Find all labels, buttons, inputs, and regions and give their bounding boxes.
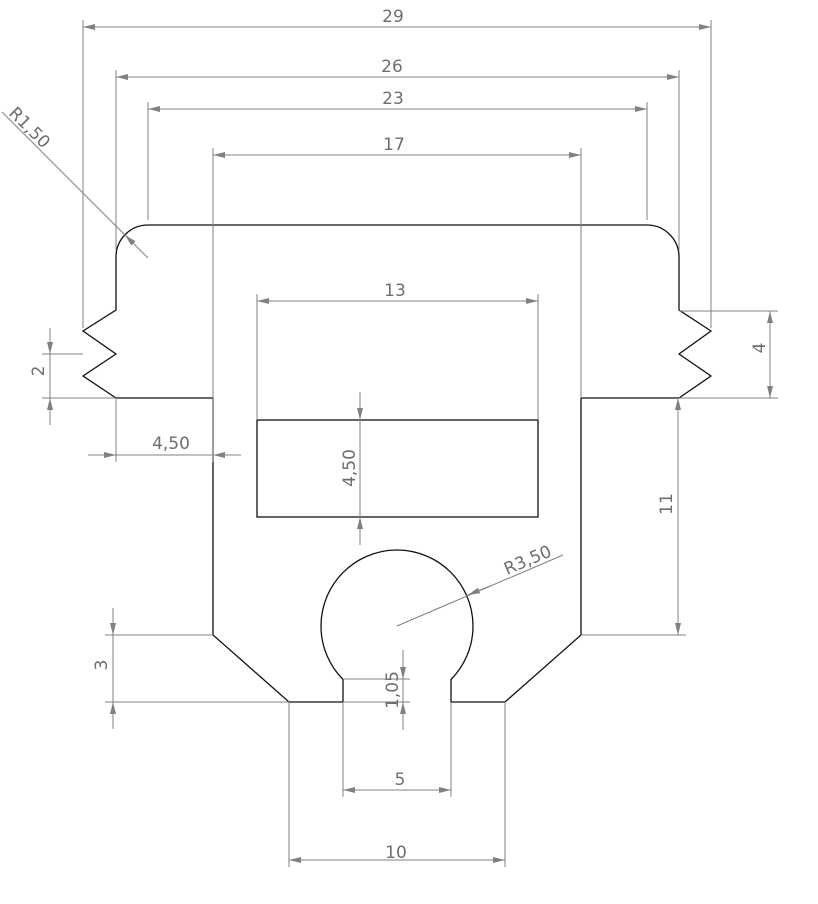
dim-17-label: 17 — [383, 135, 405, 155]
dim-11-label: 11 — [657, 493, 677, 515]
radius-r3-50-label: R3,50 — [501, 542, 555, 580]
dim-10-label: 10 — [385, 843, 407, 863]
dim-26-label: 26 — [381, 57, 403, 77]
dim-23-label: 23 — [382, 89, 404, 109]
dim-2-label: 2 — [29, 366, 49, 377]
dim-5-label: 5 — [395, 770, 406, 790]
dim-29-label: 29 — [382, 7, 404, 27]
dim-shoulder-label: 4,50 — [152, 434, 190, 454]
dim-13-label: 13 — [384, 281, 406, 301]
extension-lines — [42, 20, 778, 867]
radius-r1-50-label: R1,50 — [4, 103, 53, 152]
dim-3-label: 3 — [92, 660, 112, 671]
dim-1-05-label: 1,05 — [383, 671, 403, 709]
dim-4-label: 4 — [750, 343, 770, 354]
pocket-rect — [256, 419, 539, 518]
dim-pocket-height-label: 4,50 — [340, 449, 360, 487]
profile-outline — [81, 224, 713, 703]
dimension-lines — [1, 24, 773, 863]
